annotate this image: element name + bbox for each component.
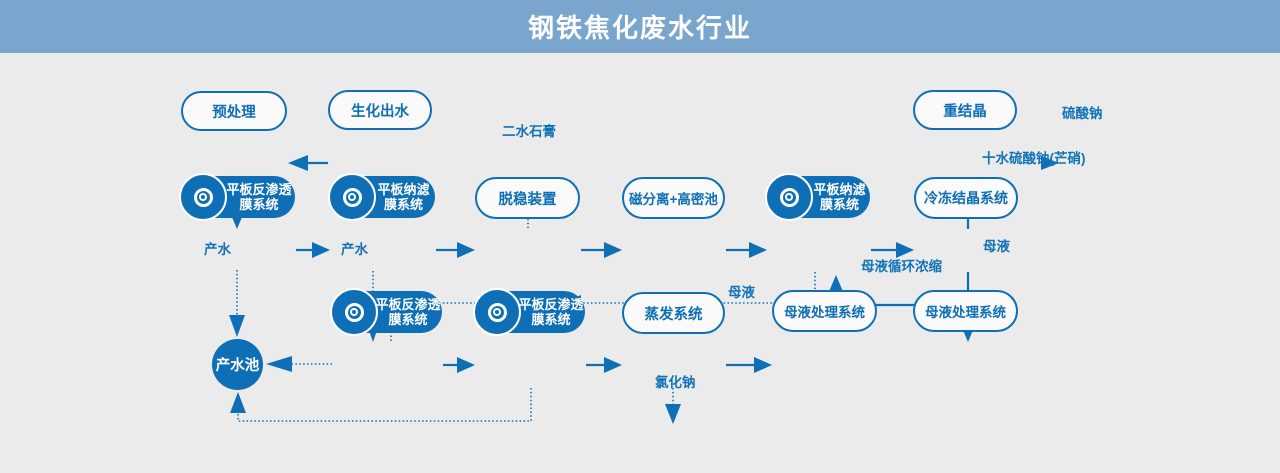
disc-core: [493, 308, 501, 316]
arrow-evaporation-to-sodium-chloride: [665, 388, 681, 424]
page-title: 钢铁焦化废水行业: [527, 13, 752, 43]
node-mother-liquor-treatment-2-label: 母液处理系统: [925, 305, 1006, 320]
label-mother-liquor-evap: 母液: [728, 285, 755, 300]
node-destabilization: 脱稳装置: [475, 177, 580, 219]
label-product-water-left: 产水: [204, 242, 231, 257]
arrow-biochem-to-pretreatment: [288, 155, 328, 171]
disc-ring: [487, 302, 507, 322]
membrane-disc-icon: [330, 288, 378, 336]
arrow-ro2-to-ro3: [443, 357, 475, 373]
arrow-evaporation-to-ml1: [726, 357, 772, 373]
node-ro-membrane-1-label-line2: 膜系统: [239, 197, 279, 212]
disc-ring: [344, 302, 364, 322]
node-nf-membrane-1: 平板纳滤 膜系统: [328, 173, 435, 221]
membrane-disc-icon: [328, 173, 376, 221]
label-product-water-mid: 产水: [341, 242, 368, 257]
node-evaporation: 蒸发系统: [622, 292, 725, 334]
disc-ring: [342, 187, 362, 207]
node-magnetic-separation: 磁分离+高密池: [622, 177, 725, 219]
node-product-water-pool-label: 产水池: [215, 358, 260, 374]
membrane-disc-icon: [473, 288, 521, 336]
disc-core: [785, 193, 793, 201]
node-recrystallization-label: 重结晶: [943, 103, 987, 120]
node-biochemical-effluent: 生化出水: [328, 90, 432, 130]
arrow-ro1-to-nf1: [296, 242, 330, 258]
node-evaporation-label: 蒸发系统: [644, 306, 703, 323]
disc-ring: [779, 187, 799, 207]
node-ro-membrane-2: 平板反渗透 膜系统: [330, 288, 442, 336]
disc-core: [199, 193, 207, 201]
label-sodium-chloride: 氯化钠: [655, 375, 696, 390]
node-product-water-pool: 产水池: [212, 339, 263, 390]
node-mother-liquor-treatment-1-label: 母液处理系统: [784, 305, 865, 320]
arrow-destabilization-to-magsep: [581, 242, 622, 258]
node-nf-membrane-2-label-line2: 膜系统: [819, 197, 859, 212]
node-ro-membrane-2-label-line1: 平板反渗透: [375, 297, 441, 312]
node-ro-membrane-1-label-line1: 平板反渗透: [226, 182, 292, 197]
node-ro-membrane-1: 平板反渗透 膜系统: [179, 173, 295, 221]
flow-diagram: 预处理 生化出水 重结晶 平板反渗透 膜系统 平板纳滤 膜系统 脱稳装置 磁分离…: [0, 53, 1280, 424]
arrow-magsep-to-nf2: [726, 242, 767, 258]
node-pretreatment: 预处理: [181, 91, 287, 131]
label-sodium-sulfate-decahydrate: 十水硫酸钠(芒硝): [982, 151, 1086, 166]
arrow-ro1-product-water-to-pool: [229, 270, 245, 337]
node-freezing-crystallization-label: 冷冻结晶系统: [924, 190, 1008, 206]
node-ro-membrane-3-label-line1: 平板反渗透: [518, 297, 584, 312]
node-nf-membrane-2-label-line1: 平板纳滤: [813, 182, 866, 197]
node-destabilization-label: 脱稳装置: [498, 191, 557, 208]
node-pretreatment-label: 预处理: [212, 104, 256, 121]
label-gypsum-dihydrate: 二水石膏: [502, 124, 556, 139]
disc-core: [348, 193, 356, 201]
node-ro-membrane-2-label-line2: 膜系统: [388, 312, 428, 327]
node-nf-membrane-1-label-line1: 平板纳滤: [377, 182, 430, 197]
node-ro-membrane-3: 平板反渗透 膜系统: [473, 288, 585, 336]
membrane-disc-icon: [765, 173, 813, 221]
membrane-disc-icon: [179, 173, 227, 221]
arrow-nf1-to-destabilization: [436, 242, 475, 258]
node-ro-membrane-3-label-line2: 膜系统: [531, 312, 571, 327]
node-mother-liquor-treatment-1: 母液处理系统: [772, 290, 877, 332]
node-nf-membrane-2: 平板纳滤 膜系统: [765, 173, 870, 221]
node-freezing-crystallization: 冷冻结晶系统: [914, 177, 1018, 219]
node-nf-membrane-1-label-line2: 膜系统: [383, 197, 423, 212]
arrow-ro3-to-evaporation: [586, 357, 622, 373]
disc-core: [350, 308, 358, 316]
node-mother-liquor-treatment-2: 母液处理系统: [913, 290, 1018, 332]
label-mother-liquor-recycle: 母液循环浓缩: [861, 259, 942, 274]
arrow-ro2-to-pool: [266, 356, 332, 372]
label-mother-liquor-freeze: 母液: [983, 239, 1010, 254]
label-sodium-sulfate: 硫酸钠: [1062, 106, 1103, 121]
node-recrystallization: 重结晶: [913, 90, 1017, 130]
arrow-ro3-return-to-pool: [230, 388, 532, 422]
node-magnetic-separation-label: 磁分离+高密池: [629, 192, 718, 207]
header-bar: 钢铁焦化废水行业: [0, 0, 1280, 53]
node-biochemical-effluent-label: 生化出水: [351, 103, 409, 120]
disc-ring: [193, 187, 213, 207]
